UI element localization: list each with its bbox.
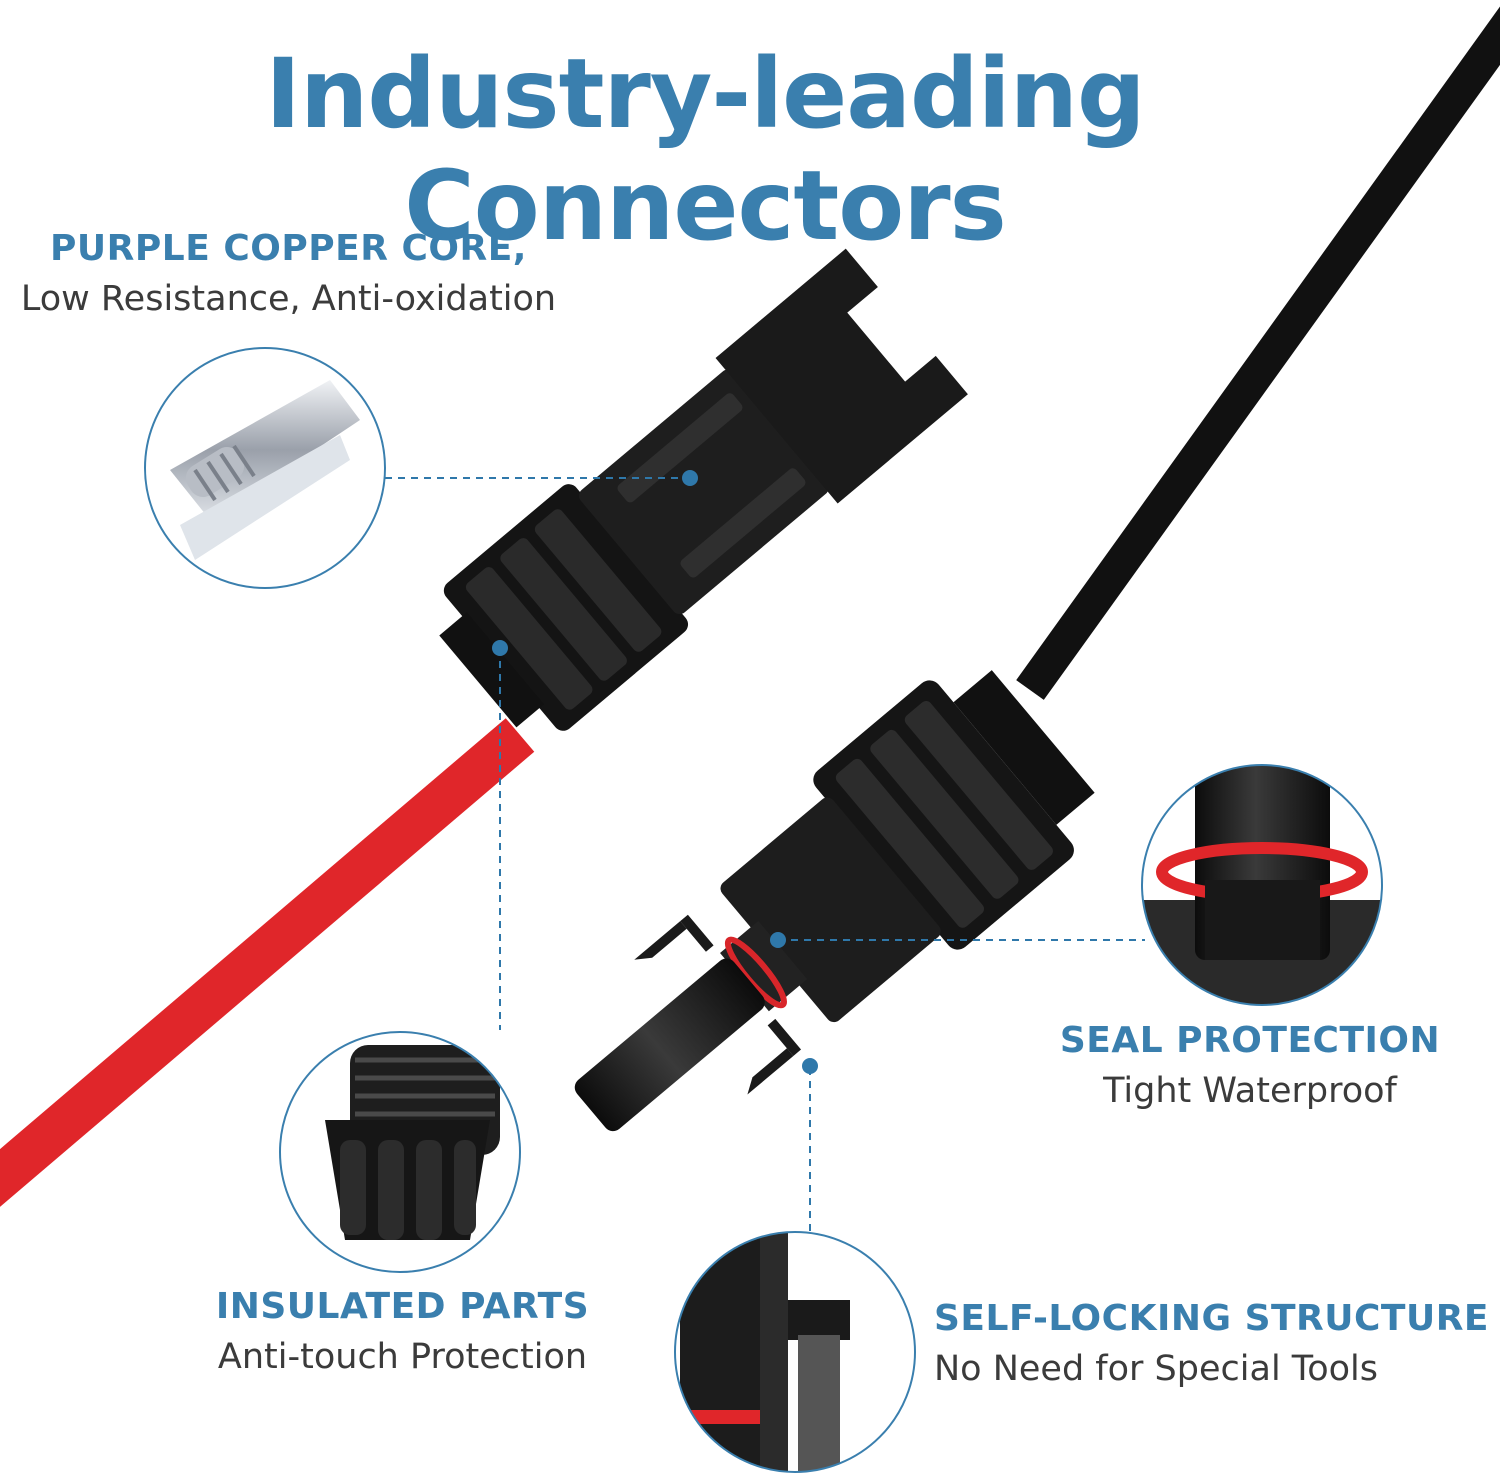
red-cable [0, 718, 535, 1207]
leader-lines [385, 477, 1145, 1232]
feature-detail: Anti-touch Protection [217, 1337, 588, 1377]
feature-detail: Tight Waterproof [1103, 1071, 1397, 1111]
leader-dots [492, 470, 818, 1074]
page-title: Industry-leading Connectors [265, 38, 1145, 262]
insulated-nut-icon [279, 1031, 521, 1273]
feature-detail: No Need for Special Tools [934, 1349, 1379, 1389]
black-cable [1016, 6, 1500, 700]
feature-copper-core: PURPLE COPPER CORE, Low Resistance, Anti… [16, 228, 561, 319]
male-connector [574, 670, 1095, 1132]
feature-heading: SELF-LOCKING STRUCTURE [934, 1298, 1490, 1339]
feature-detail: Low Resistance, Anti-oxidation [20, 279, 557, 319]
o-ring-seal-icon [1141, 764, 1383, 1006]
female-connector [439, 248, 968, 731]
locking-clip-icon [674, 1231, 916, 1473]
feature-heading: INSULATED PARTS [215, 1286, 590, 1327]
feature-insulated-parts: INSULATED PARTS Anti-touch Protection [200, 1286, 605, 1377]
feature-heading: SEAL PROTECTION [1059, 1020, 1441, 1061]
feature-seal-protection: SEAL PROTECTION Tight Waterproof [1050, 1020, 1450, 1111]
feature-self-locking: SELF-LOCKING STRUCTURE No Need for Speci… [934, 1298, 1490, 1389]
feature-heading: PURPLE COPPER CORE, [50, 228, 527, 269]
copper-terminal-icon [144, 347, 386, 589]
